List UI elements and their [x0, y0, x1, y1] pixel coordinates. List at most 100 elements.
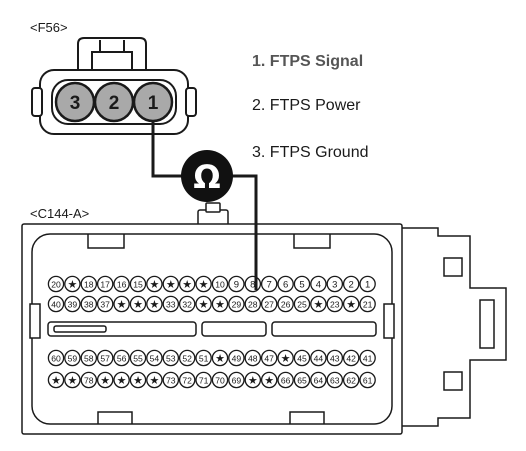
c144a-pin-label: 49: [232, 353, 242, 363]
c144a-pin: 32: [178, 295, 196, 313]
c144a-pin: ★: [113, 295, 130, 313]
c144a-pin-circle: [80, 275, 98, 293]
c144a-pin: 5: [293, 275, 311, 293]
c144a-pin-circle: [260, 295, 278, 313]
c144a-pin-label: ★: [133, 299, 143, 311]
c144a-pin: 44: [310, 349, 327, 367]
c144a-pin-label: ★: [67, 375, 77, 387]
c144a-pin-circle: [326, 371, 344, 389]
c144a-pin: 21: [359, 295, 376, 313]
c144a-pin-circle: [326, 295, 344, 313]
c144a-pin: 72: [178, 371, 196, 389]
c144a-pin-label: 33: [166, 299, 176, 309]
c144a-pin: 52: [178, 349, 196, 367]
c144a-pin: ★: [146, 275, 163, 293]
c144a-pin-label: 10: [215, 279, 225, 289]
c144a-pin: ★: [113, 371, 130, 389]
c144a-pin-circle: [178, 371, 196, 389]
c144a-pin: ★: [64, 371, 81, 389]
c144a-pin-circle: [64, 349, 81, 367]
c144a-pin-label: 27: [264, 299, 274, 309]
c144a-pin-circle: [195, 295, 212, 313]
c144a-pin-label: 70: [215, 375, 225, 385]
f56-pin-1-label: 1: [148, 93, 159, 114]
c144a-pin-label: 9: [234, 279, 239, 290]
c144a-pin: 63: [326, 371, 344, 389]
c144a-pin-circle: [113, 295, 130, 313]
legend-item-ground: 3. FTPS Ground: [252, 144, 369, 161]
c144a-pin-circle: [211, 275, 229, 293]
c144a-pin: 4: [310, 275, 327, 293]
c144a-pin: 60: [47, 349, 65, 367]
c144a-pin-label: 47: [264, 353, 274, 363]
c144a-pin-label: 51: [199, 353, 209, 363]
c144a-pin: ★: [162, 275, 180, 293]
c144a-pin-label: ★: [281, 353, 291, 365]
c144a-pin-circle: [162, 295, 180, 313]
c144a-pin: ★: [129, 295, 147, 313]
c144a-pin: 58: [80, 349, 98, 367]
c144a-pin-label: 16: [117, 279, 127, 289]
c144a-pin: ★: [211, 295, 229, 313]
c144a-pin-label: ★: [100, 375, 110, 387]
c144a-pin-circle: [277, 349, 294, 367]
c144a-pin-circle: [47, 349, 65, 367]
c144a-pin: ★: [244, 371, 262, 389]
c144a-pin-label: 28: [248, 299, 258, 309]
c144a-pin-label: 61: [363, 375, 373, 385]
c144a-pin: 29: [228, 295, 245, 313]
c144a-pin-label: 71: [199, 375, 209, 385]
c144a-pin-label: 73: [166, 375, 176, 385]
c144a-pin-label: 54: [150, 353, 160, 363]
c144a-label: <C144-A>: [30, 206, 89, 221]
c144a-pin: 55: [129, 349, 147, 367]
c144a-pin-label: 15: [133, 279, 143, 289]
c144a-pin-circle: [80, 349, 98, 367]
c144a-pin-circle: [326, 275, 344, 293]
c144a-pin-circle: [178, 349, 196, 367]
c144a-pin: 66: [277, 371, 294, 389]
c144a-pin-circle: [228, 295, 245, 313]
c144a-pin-circle: [277, 371, 294, 389]
c144a-pin-label: 69: [232, 375, 242, 385]
c144a-pin-circle: [64, 295, 81, 313]
c144a-pin: 64: [310, 371, 327, 389]
c144a-pin-label: 32: [182, 299, 192, 309]
c144a-pin-label: ★: [51, 375, 61, 387]
c144a-pin-circle: [64, 275, 81, 293]
c144a-pin-label: 3: [332, 279, 337, 290]
c144a-pin-label: 5: [299, 279, 304, 290]
c144a-pin-label: 44: [314, 353, 324, 363]
c144a-pin-circle: [310, 349, 327, 367]
c144a-pin-label: 2: [349, 279, 354, 290]
f56-pin-2: 2: [93, 81, 135, 123]
c144a-pin: ★: [96, 371, 114, 389]
c144a-pin: 37: [96, 295, 114, 313]
c144a-pin: 56: [113, 349, 130, 367]
legend-item-power: 2. FTPS Power: [252, 97, 361, 114]
c144a-pin: ★: [211, 349, 229, 367]
c144a-pin-label: ★: [182, 279, 192, 291]
c144a-pin: 70: [211, 371, 229, 389]
c144a-pin-circle: [293, 275, 311, 293]
c144a-pin-label: ★: [149, 279, 159, 291]
c144a-pin-circle: [293, 349, 311, 367]
c144a-pin-label: 60: [51, 353, 61, 363]
c144a-pin-circle: [80, 371, 98, 389]
meter-lead-pin-8: [232, 174, 258, 290]
c144a-pin-label: 42: [346, 353, 356, 363]
c144a-pin: 25: [293, 295, 311, 313]
c144a-pin: ★: [277, 349, 294, 367]
f56-pin-3: 3: [54, 81, 96, 123]
c144a-pin: 48: [244, 349, 262, 367]
c144a-pin: 41: [359, 349, 376, 367]
c144a-pin-circle: [129, 275, 147, 293]
c144a-pin-label: 53: [166, 353, 176, 363]
c144a-pin-circle: [359, 371, 376, 389]
c144a-pin-label: 59: [68, 353, 78, 363]
c144a-pin-circle: [47, 295, 65, 313]
c144a-pin-label: ★: [149, 375, 159, 387]
c144a-pin: 61: [359, 371, 376, 389]
